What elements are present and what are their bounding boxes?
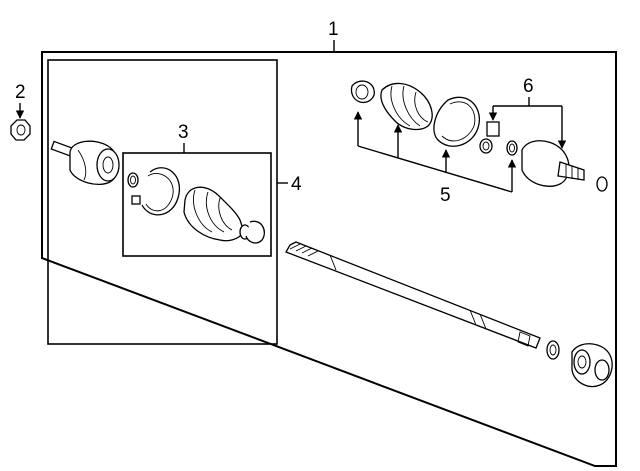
tripod-joint[interactable] bbox=[479, 121, 500, 154]
callout-6[interactable]: 6 bbox=[488, 76, 567, 149]
outer-cv-joint[interactable] bbox=[50, 140, 120, 185]
inner-cv-joint-housing[interactable] bbox=[571, 343, 613, 388]
boot-clamp-small-right[interactable] bbox=[350, 80, 375, 104]
callout-1[interactable]: 1 bbox=[328, 19, 339, 52]
callout-5[interactable]: 5 bbox=[353, 111, 517, 206]
snap-ring-shaft[interactable] bbox=[546, 340, 560, 360]
inner-joint-box bbox=[47, 59, 278, 345]
cv-boot-right[interactable] bbox=[380, 82, 433, 131]
inner-joint-outer-race[interactable] bbox=[521, 140, 608, 192]
callout-3[interactable]: 3 bbox=[178, 122, 189, 153]
callout-2[interactable]: 2 bbox=[15, 82, 26, 119]
boot-clamp-large-left[interactable] bbox=[131, 167, 181, 216]
svg-text:6: 6 bbox=[523, 76, 534, 97]
svg-text:5: 5 bbox=[440, 185, 451, 206]
callout-4[interactable]: 4 bbox=[277, 174, 302, 195]
boot-clamp-large-right[interactable] bbox=[433, 96, 480, 147]
svg-text:4: 4 bbox=[291, 174, 302, 195]
snap-ring-left[interactable] bbox=[127, 172, 139, 188]
svg-text:2: 2 bbox=[15, 82, 26, 103]
axle-shaft[interactable] bbox=[285, 241, 541, 349]
snap-ring-right[interactable] bbox=[506, 140, 518, 156]
boot-clamp-small-left[interactable] bbox=[245, 220, 265, 244]
boot-kit-box bbox=[122, 152, 272, 257]
nut-part[interactable] bbox=[10, 119, 31, 141]
svg-text:3: 3 bbox=[178, 122, 189, 143]
svg-text:1: 1 bbox=[328, 19, 339, 40]
